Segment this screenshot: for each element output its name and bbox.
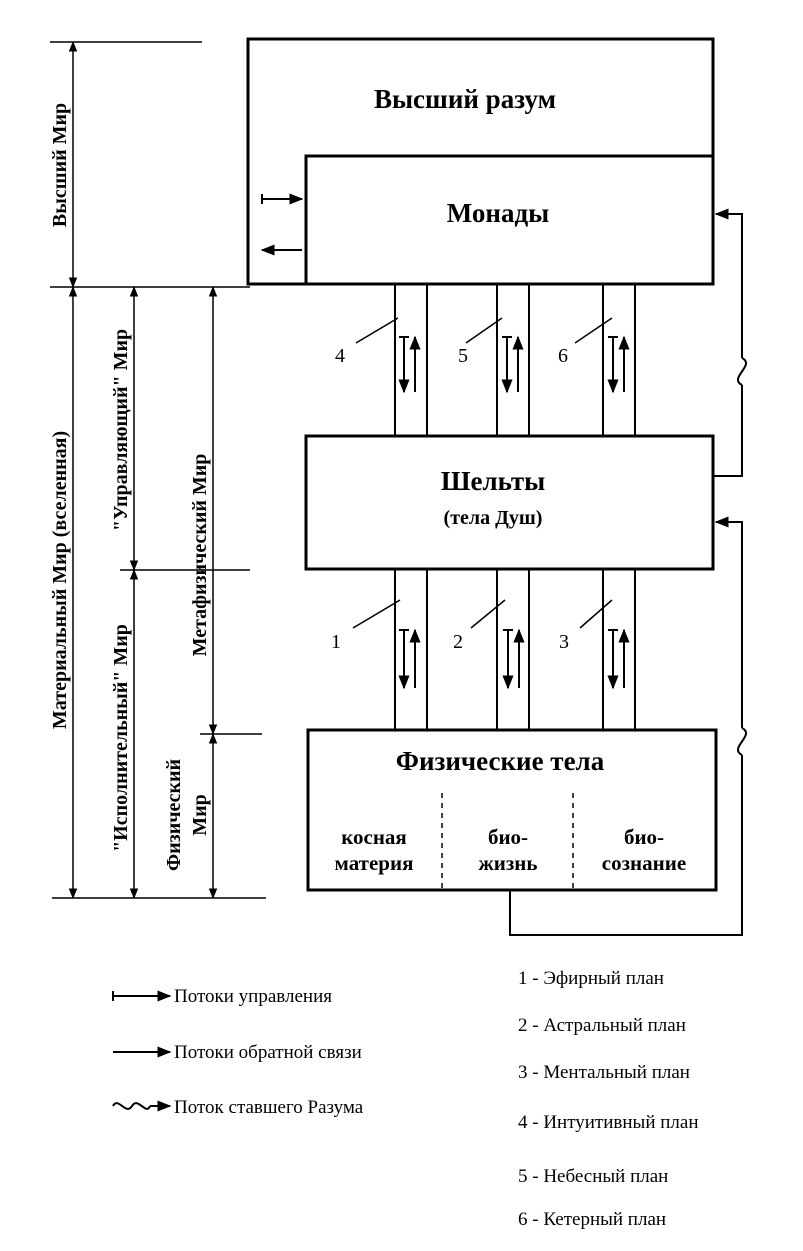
label-metaphysical-world: Метафизический Мир — [189, 454, 211, 657]
box-monads: Монады — [304, 154, 715, 286]
legend-feedback-text: Потоки обратной связи — [174, 1042, 362, 1063]
channel-number-4: 4 — [335, 345, 345, 367]
legend-control-symbol — [112, 990, 172, 1002]
cell-bioconsc-line1: био- — [624, 825, 664, 849]
channel-arrows-5 — [501, 335, 524, 394]
channel-number-6: 6 — [558, 345, 568, 367]
legend-control-text: Потоки управления — [174, 986, 332, 1007]
channel-number-5: 5 — [458, 345, 468, 367]
plane-item-6: 6 - Кетерный план — [518, 1209, 666, 1230]
legend: Потоки управления Потоки обратной связи … — [112, 986, 364, 1118]
channel-number-1: 1 — [331, 631, 341, 653]
box-physical-label: Физические тела — [396, 746, 605, 776]
plane-item-2: 2 - Астральный план — [518, 1015, 686, 1036]
plane-item-1: 1 - Эфирный план — [518, 968, 664, 989]
box-shelts-sublabel: (тела Душ) — [444, 507, 543, 529]
channel-arrows-1 — [398, 628, 421, 690]
lower-channels: 1 2 3 — [331, 568, 636, 731]
cell-biolife-line1: био- — [488, 825, 528, 849]
plane-item-3: 3 - Ментальный план — [518, 1062, 690, 1083]
channel-number-3: 3 — [559, 631, 569, 653]
plane-item-4: 4 - Интуитивный план — [518, 1112, 698, 1133]
cell-biolife-line2: жизнь — [479, 851, 538, 875]
monads-left-arrows — [260, 193, 304, 256]
channel-arrows-4 — [398, 335, 421, 394]
label-controlling-world: "Управляющий" Мир — [110, 329, 132, 531]
cell-inert-line1: косная — [341, 825, 407, 849]
upper-channels: 4 5 6 — [335, 283, 636, 437]
box-higher-mind-label: Высший разум — [374, 84, 556, 114]
label-higher-world: Высший Мир — [49, 103, 71, 227]
channel-arrows-3 — [607, 628, 630, 690]
channel-arrows-6 — [607, 335, 630, 394]
cell-bioconsc-line2: сознание — [602, 851, 686, 875]
plane-item-5: 5 - Небесный план — [518, 1166, 668, 1187]
cell-inert-line2: материя — [335, 851, 414, 875]
feedback-loop-lower — [509, 516, 747, 936]
box-monads-label: Монады — [447, 198, 549, 228]
legend-mind-text: Поток ставшего Разума — [174, 1097, 364, 1118]
planes-list: 1 - Эфирный план 2 - Астральный план 3 -… — [518, 968, 698, 1230]
label-physical-world-1: Физический — [163, 759, 185, 871]
feedback-loop-upper — [713, 208, 747, 477]
channel-number-2: 2 — [453, 631, 463, 653]
box-physical-bodies: Физические тела косная материя био- жизн… — [306, 728, 718, 892]
world-scale: Высший Мир Материальный Мир (вселенная) … — [49, 40, 266, 900]
channel-arrows-2 — [502, 628, 525, 690]
box-shelts: Шельты (тела Душ) — [304, 434, 715, 571]
label-executive-world: "Исполнительный" Мир — [110, 624, 132, 852]
label-physical-world-2: Мир — [189, 794, 211, 836]
label-material-world: Материальный Мир (вселенная) — [49, 431, 71, 729]
box-shelts-label: Шельты — [441, 466, 545, 496]
legend-mind-symbol — [112, 1100, 172, 1112]
